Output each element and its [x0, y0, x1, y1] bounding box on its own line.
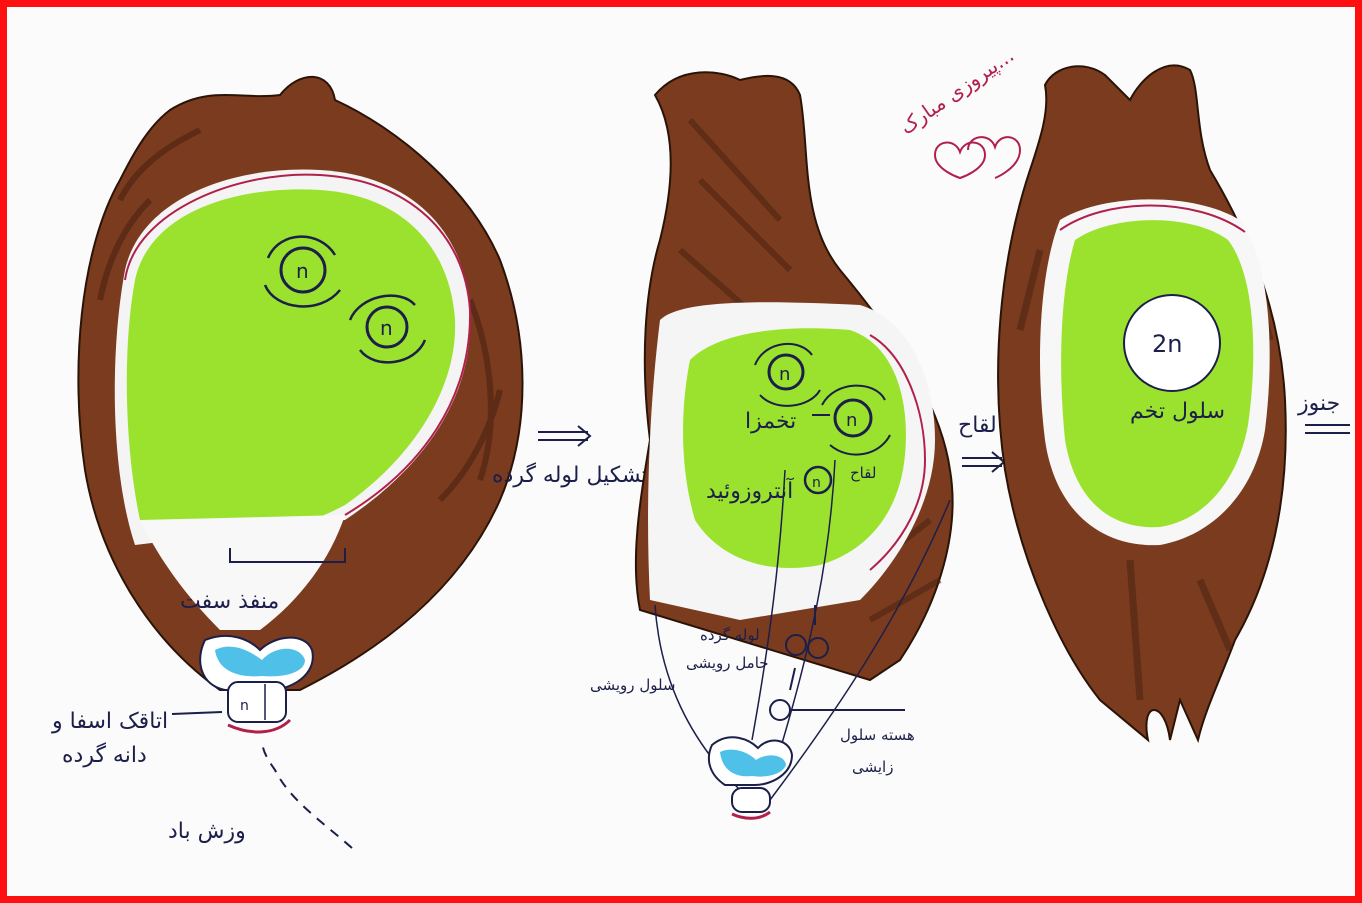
arrow-3-label: جنوز — [1297, 391, 1340, 416]
pollen-chamber: n — [200, 636, 313, 732]
n-label: n — [812, 475, 821, 491]
zygote-label: 2n — [1152, 330, 1182, 358]
carrier-label-1: حامل رویشی — [686, 654, 769, 672]
heart-icon — [935, 143, 985, 178]
pollen-chamber-label-2: دانه گرده — [62, 742, 147, 768]
left-ovule: n n منفذ سفت n اتاقک اسفا و دانه گرده وز… — [51, 77, 523, 848]
pollen-chamber-label-1: اتاقک اسفا و — [51, 709, 168, 734]
n-label: n — [296, 259, 309, 283]
sterile-label-1: هسته سلول — [840, 726, 915, 744]
carrier-label-2: سلول رویشی — [590, 676, 676, 694]
fertilization-mark: لقاح — [850, 464, 876, 482]
arrow-1-label: تشکیل لوله گرده — [492, 462, 648, 488]
egg-cell-label: تخمزا — [745, 409, 796, 434]
right-ovule: 2n سلول تخم — [998, 65, 1286, 740]
n-label: n — [380, 316, 393, 340]
zygote-cell-label: سلول تخم — [1130, 399, 1225, 424]
wind-label: وزش باد — [168, 819, 246, 844]
arrow-2-label: لقاح — [958, 413, 997, 438]
middle-pollen-chamber — [709, 737, 792, 818]
n-label: n — [240, 698, 249, 714]
sterile-label-2: زایشی — [852, 758, 893, 776]
note-text: پیروزی مبارک... — [895, 43, 1019, 140]
middle-endosperm — [683, 328, 906, 568]
pollen-tube-label: لوله گرده — [700, 626, 760, 644]
n-label: n — [779, 364, 790, 385]
generative-nucleus — [770, 700, 790, 720]
arrow-3: جنوز — [1297, 391, 1350, 433]
n-label: n — [846, 410, 857, 431]
micropyle-label: منفذ سفت — [180, 589, 279, 614]
middle-ovule: n n تخمزا n آنتروزوئید لقاح لوله گرده حا… — [590, 72, 953, 818]
note: پیروزی مبارک... — [895, 43, 1020, 178]
antipodal-label: آنتروزوئید — [706, 477, 794, 504]
arrow-2: لقاح — [958, 413, 1004, 472]
